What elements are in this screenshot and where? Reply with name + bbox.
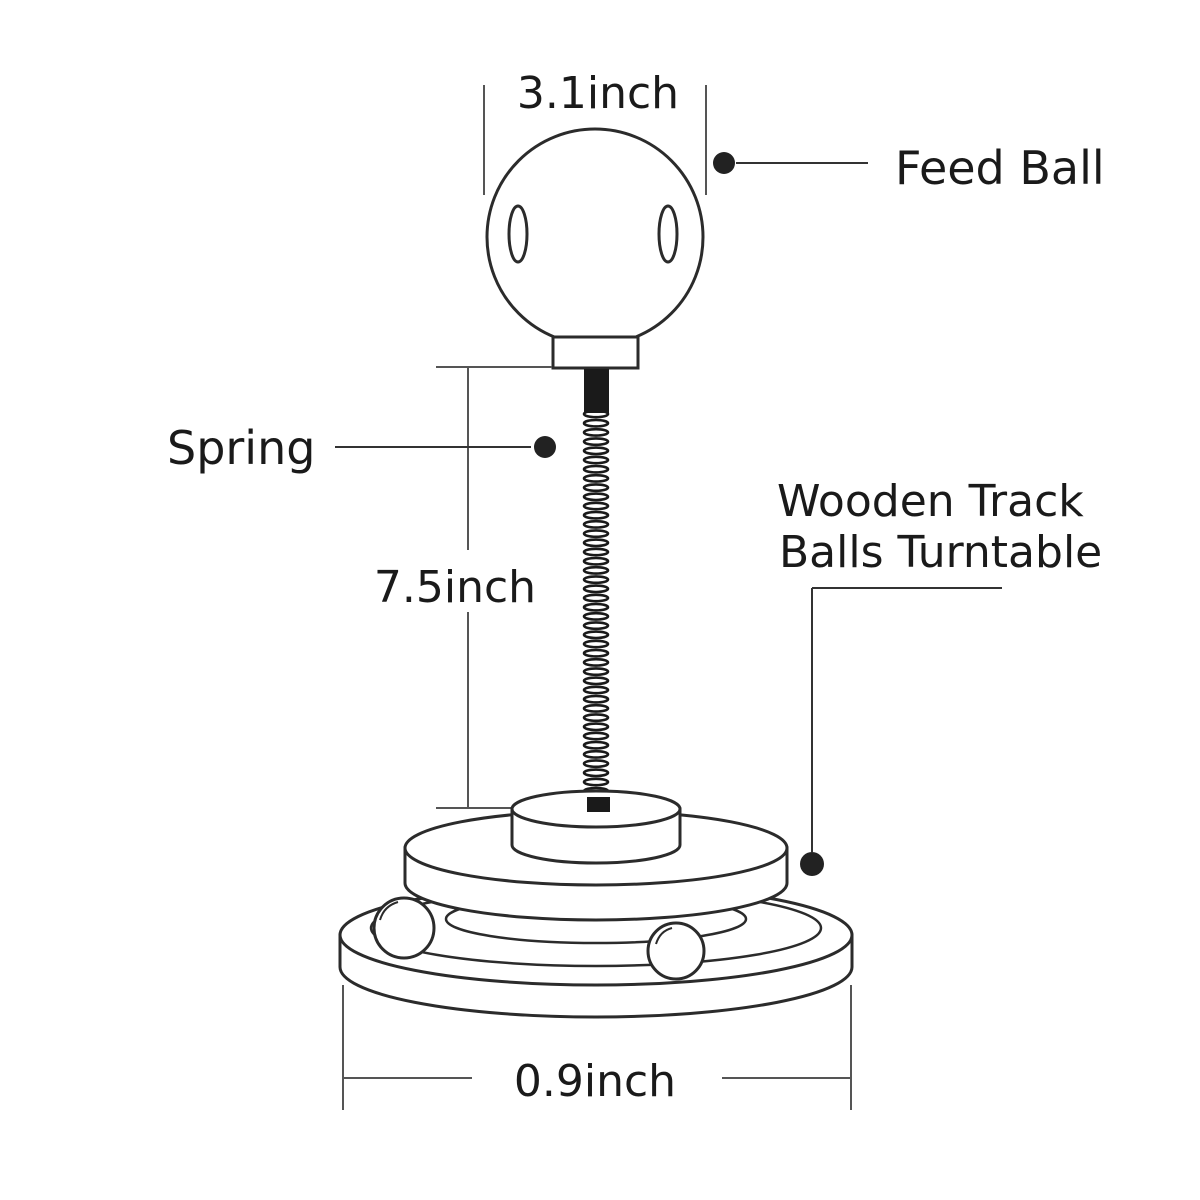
turntable-callout: Wooden Track Balls Turntable <box>777 476 1102 876</box>
base-width-label: 0.9inch <box>514 1056 676 1107</box>
track-ball-right-shine <box>655 927 673 945</box>
spring-coil <box>582 418 610 428</box>
spring-coil <box>582 611 610 621</box>
track-ball-right <box>646 921 706 981</box>
spring-coils <box>582 409 610 796</box>
spring-coil <box>582 703 610 713</box>
spring-coil <box>582 556 610 566</box>
spring-coil <box>582 602 610 612</box>
spring-coil <box>582 648 610 658</box>
feed-ball <box>485 127 705 370</box>
spring-coil <box>582 667 610 677</box>
spring-coil <box>582 621 610 631</box>
spring-coil <box>582 593 610 603</box>
spring-coil <box>582 538 610 548</box>
spring-coil <box>582 409 610 419</box>
feed-ball-left-hole <box>507 204 529 264</box>
spring-coil <box>582 749 610 759</box>
spring-coil <box>582 657 610 667</box>
spring-coil <box>582 759 610 769</box>
feed-ball-right-hole <box>657 204 679 264</box>
turntable-label-line1: Wooden Track <box>777 476 1084 527</box>
spring-coil <box>582 639 610 649</box>
feed-ball-collar <box>551 335 640 370</box>
spring-height-label: 7.5inch <box>374 562 536 613</box>
turntable-label-line2: Balls Turntable <box>779 527 1102 578</box>
spring-coil <box>582 694 610 704</box>
spring-coil <box>582 547 610 557</box>
spring-coil <box>582 492 610 502</box>
spring-label: Spring <box>167 421 315 475</box>
spring-coil <box>582 501 610 511</box>
spring-callout-dot <box>534 436 556 458</box>
spring-coil <box>582 722 610 732</box>
spring-height-dimension: 7.5inch <box>374 366 552 809</box>
spring-coil <box>582 713 610 723</box>
spring-coil <box>582 455 610 465</box>
track-ball-left-shine <box>379 901 399 921</box>
ball-width-label: 3.1inch <box>517 68 679 119</box>
spring-coil <box>582 731 610 741</box>
spring-coil <box>582 473 610 483</box>
spring-coil <box>582 464 610 474</box>
feed-ball-label: Feed Ball <box>895 141 1105 195</box>
spring-coil <box>582 685 610 695</box>
spring-coil <box>582 437 610 447</box>
spring-coil <box>582 529 610 539</box>
spring-callout: Spring <box>167 421 556 475</box>
feed-ball-callout-dot <box>713 152 735 174</box>
spring <box>582 369 610 812</box>
spring-coil <box>582 584 610 594</box>
spring-coil <box>582 777 610 787</box>
spring-coil <box>582 575 610 585</box>
spring-coil <box>582 630 610 640</box>
track-ball-left <box>372 896 436 960</box>
spring-coil <box>582 519 610 529</box>
spring-coil <box>582 740 610 750</box>
turntable-base <box>338 789 854 1019</box>
spring-coil <box>582 676 610 686</box>
spring-coil <box>582 483 610 493</box>
base-width-dimension: 0.9inch <box>342 985 852 1110</box>
spring-top-cap <box>584 369 609 413</box>
spring-coil <box>582 768 610 778</box>
spring-coil <box>582 427 610 437</box>
spring-coil <box>582 565 610 575</box>
turntable-callout-dot <box>800 852 824 876</box>
ball-width-dimension: 3.1inch <box>483 68 707 195</box>
spring-base-cap <box>587 797 610 812</box>
feed-ball-callout: Feed Ball <box>713 141 1105 195</box>
spring-coil <box>582 446 610 456</box>
spring-coil <box>582 510 610 520</box>
